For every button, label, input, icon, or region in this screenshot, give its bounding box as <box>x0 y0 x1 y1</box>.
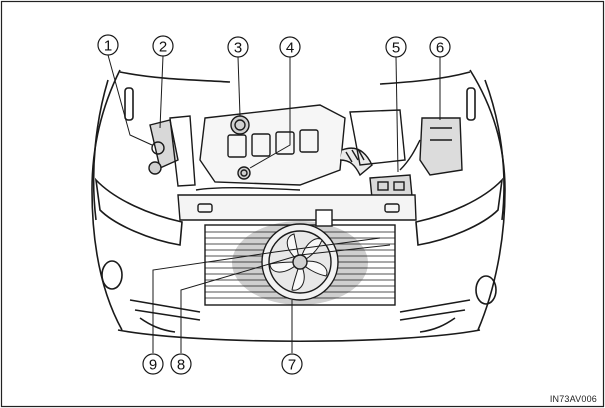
leader-9b <box>274 237 381 253</box>
callouts: 1 2 3 4 5 6 7 8 <box>97 34 451 375</box>
leader-lines <box>107 54 441 353</box>
car-body-outline <box>91 69 506 343</box>
leader-5 <box>395 56 399 173</box>
callout-9-label: 9 <box>149 357 157 374</box>
callout-6-label: 6 <box>436 40 444 57</box>
callout-9: 9 <box>142 353 164 375</box>
callout-3: 3 <box>227 36 249 58</box>
leader-9 <box>152 251 276 353</box>
engine-components <box>148 104 463 221</box>
callout-4: 4 <box>279 36 301 58</box>
reference-code: IN73AV006 <box>549 394 597 404</box>
callout-2-label: 2 <box>159 39 167 56</box>
leader-1 <box>107 54 153 146</box>
callout-8: 8 <box>170 353 192 375</box>
callout-1: 1 <box>97 34 119 56</box>
callout-5: 5 <box>385 36 407 58</box>
callout-4-label: 4 <box>286 40 294 57</box>
leader-4 <box>249 57 291 169</box>
callout-6: 6 <box>429 36 451 58</box>
callout-1-label: 1 <box>104 38 112 55</box>
callout-7: 7 <box>281 353 303 375</box>
leader-8 <box>180 254 301 353</box>
leader-2 <box>159 55 164 129</box>
callout-5-label: 5 <box>392 40 400 57</box>
callout-3-label: 3 <box>234 40 242 57</box>
leader-3 <box>237 56 241 117</box>
callout-8-label: 8 <box>177 357 185 374</box>
callout-2: 2 <box>152 35 174 57</box>
radiator-condenser <box>204 209 396 306</box>
leader-8b <box>299 244 391 256</box>
callout-7-label: 7 <box>288 357 296 374</box>
